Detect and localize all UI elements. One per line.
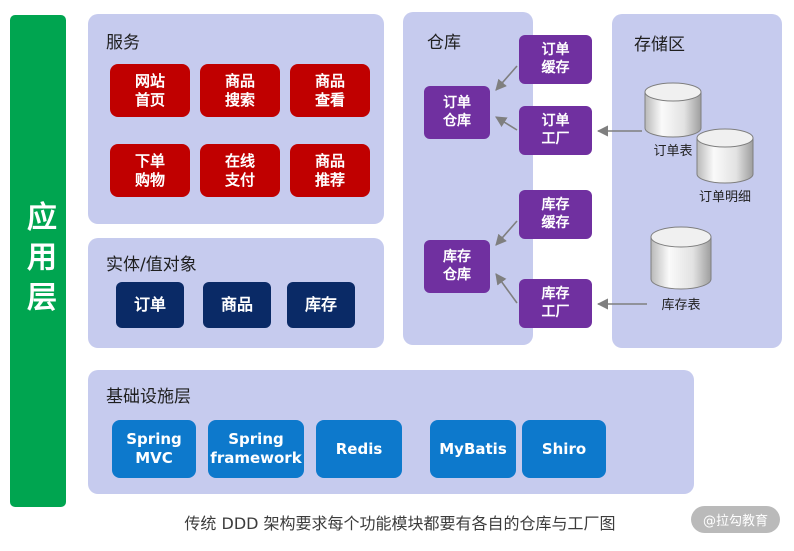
order-detail-label: 订单明细 xyxy=(698,190,751,205)
repo-box-order-repo: 订单 仓库 xyxy=(424,86,490,139)
infra-box-mybatis: MyBatis xyxy=(430,420,516,478)
entity-box-order: 订单 xyxy=(116,282,184,328)
infra-box-redis: Redis xyxy=(316,420,402,478)
service-box-order-shopping: 下单 购物 xyxy=(110,144,190,197)
repository-panel-title: 仓库 xyxy=(427,33,461,53)
service-box-product-search: 商品 搜索 xyxy=(200,64,280,117)
repo-box-order-factory: 订单 工厂 xyxy=(519,106,592,155)
repo-box-stock-repo: 库存 仓库 xyxy=(424,240,490,293)
repo-box-order-cache: 订单 缓存 xyxy=(519,35,592,84)
order-detail-cylinder-icon xyxy=(696,128,754,184)
entities-panel: 实体/值对象 订单 商品 库存 xyxy=(88,238,384,348)
stock-table-label: 库存表 xyxy=(661,298,701,313)
order-table-label: 订单表 xyxy=(653,144,693,159)
infrastructure-panel-title: 基础设施层 xyxy=(106,387,191,407)
watermark-badge: @拉勾教育 xyxy=(690,506,780,533)
services-panel-title: 服务 xyxy=(106,33,140,53)
repository-panel: 仓库 xyxy=(403,12,533,345)
service-box-product-view: 商品 查看 xyxy=(290,64,370,117)
infrastructure-panel: 基础设施层 Spring MVC Spring framework Redis … xyxy=(88,370,694,494)
application-layer-bar: 应用层 xyxy=(10,15,66,507)
service-box-online-payment: 在线 支付 xyxy=(200,144,280,197)
entity-box-product: 商品 xyxy=(203,282,271,328)
order-table-cylinder-icon xyxy=(644,82,702,138)
service-box-website-home: 网站 首页 xyxy=(110,64,190,117)
storage-panel: 存储区 xyxy=(612,14,782,348)
infra-box-spring-mvc: Spring MVC xyxy=(112,420,196,478)
infra-box-spring-framework: Spring framework xyxy=(208,420,304,478)
infra-box-shiro: Shiro xyxy=(522,420,606,478)
services-panel: 服务 网站 首页 商品 搜索 商品 查看 下单 购物 在线 支付 商品 推荐 xyxy=(88,14,384,224)
application-layer-label: 应用层 xyxy=(21,201,56,321)
storage-panel-title: 存储区 xyxy=(634,35,685,55)
diagram-caption: 传统 DDD 架构要求每个功能模块都要有各自的仓库与工厂图 xyxy=(184,514,616,533)
stock-table-cylinder-icon xyxy=(650,226,712,290)
entities-panel-title: 实体/值对象 xyxy=(106,255,197,275)
entity-box-stock: 库存 xyxy=(287,282,355,328)
service-box-product-recommend: 商品 推荐 xyxy=(290,144,370,197)
repo-box-stock-factory: 库存 工厂 xyxy=(519,279,592,328)
repo-box-stock-cache: 库存 缓存 xyxy=(519,190,592,239)
